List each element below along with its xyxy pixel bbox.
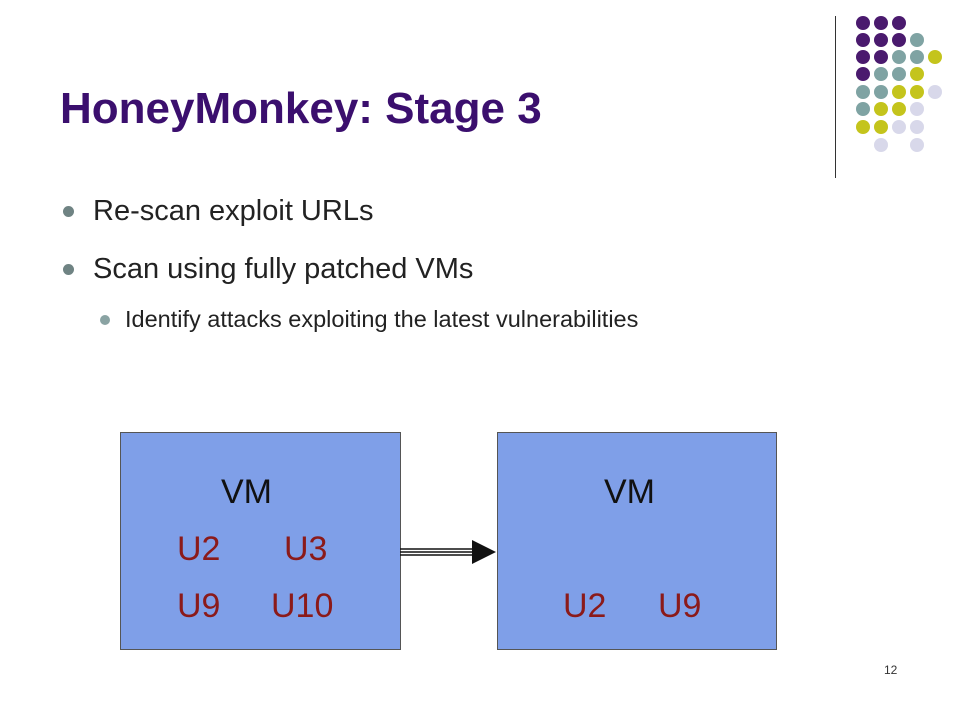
bullet-dot-icon [63, 264, 74, 275]
decor-dot [856, 16, 870, 30]
decor-dot [910, 33, 924, 47]
update-label: U9 [658, 587, 702, 625]
slide-title: HoneyMonkey: Stage 3 [60, 84, 542, 133]
decor-dot [910, 120, 924, 134]
update-label: U3 [284, 530, 328, 568]
bullet-text: Re-scan exploit URLs [93, 195, 374, 227]
decor-dot [910, 67, 924, 81]
decor-dot [856, 33, 870, 47]
decor-dot [928, 50, 942, 64]
decor-dot [892, 102, 906, 116]
decor-dot [874, 120, 888, 134]
bullet-text: Scan using fully patched VMs [93, 253, 474, 285]
bullet-item: Scan using fully patched VMs [63, 253, 473, 286]
decor-dot [910, 85, 924, 99]
vm-label: VM [221, 473, 272, 511]
update-label: U9 [177, 587, 221, 625]
decor-dot [928, 85, 942, 99]
decorative-divider [835, 16, 836, 178]
decor-dot [874, 85, 888, 99]
decor-dot [892, 50, 906, 64]
decor-dot [856, 102, 870, 116]
vm-label: VM [604, 473, 655, 511]
decor-dot [892, 33, 906, 47]
decor-dot [910, 138, 924, 152]
sub-bullet-item: Identify attacks exploiting the latest v… [100, 306, 638, 333]
decor-dot [892, 85, 906, 99]
bullet-item: Re-scan exploit URLs [63, 195, 373, 228]
decor-dot [892, 67, 906, 81]
decor-dot [856, 85, 870, 99]
decor-dot [856, 67, 870, 81]
decor-dot [910, 50, 924, 64]
vm-box-left: VM U2 U3 U9 U10 [120, 432, 401, 650]
sub-bullet-text: Identify attacks exploiting the latest v… [125, 306, 639, 332]
decor-dot [874, 67, 888, 81]
bullet-dot-icon [100, 314, 110, 325]
decor-dot [856, 120, 870, 134]
decor-dot [874, 33, 888, 47]
bullet-dot-icon [63, 206, 74, 217]
decor-dot [910, 102, 924, 116]
update-label: U2 [177, 530, 221, 568]
vm-box-right: VM U2 U9 [497, 432, 777, 650]
update-label: U10 [271, 587, 334, 625]
decor-dot [874, 102, 888, 116]
arrow-right-icon [400, 540, 496, 564]
decor-dot [874, 138, 888, 152]
decor-dot [874, 50, 888, 64]
decor-dot [856, 50, 870, 64]
update-label: U2 [563, 587, 607, 625]
decor-dot [874, 16, 888, 30]
decor-dot [892, 16, 906, 30]
decor-dot [892, 120, 906, 134]
page-number: 12 [884, 663, 898, 677]
